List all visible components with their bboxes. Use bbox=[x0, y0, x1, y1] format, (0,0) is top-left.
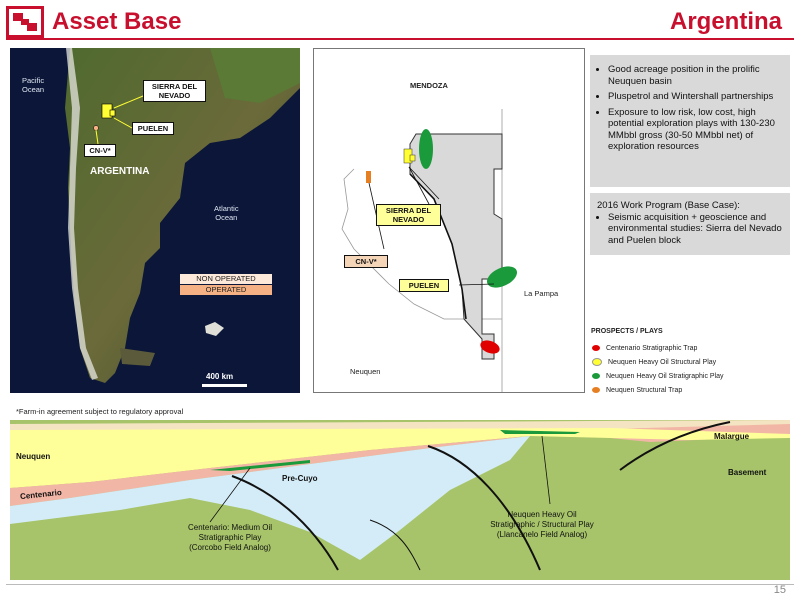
highlights-panel: Good acreage position in the prolific Ne… bbox=[590, 55, 790, 187]
footnote: *Farm-in agreement subject to regulatory… bbox=[16, 407, 184, 416]
page-title: Asset Base bbox=[52, 8, 182, 35]
cn-v-tag: CN-V* bbox=[84, 144, 116, 157]
red-marker-icon bbox=[592, 345, 600, 352]
callout-centenario: Centenario: Medium Oil Stratigraphic Pla… bbox=[170, 523, 290, 553]
legend-label: Neuquen Structural Trap bbox=[606, 387, 683, 394]
legend-item: Centenario Stratigraphic Trap bbox=[592, 344, 724, 354]
argentina-label: ARGENTINA bbox=[90, 166, 150, 177]
highlight-bullet: Good acreage position in the prolific Ne… bbox=[608, 64, 790, 87]
puelen-tag: PUELEN bbox=[132, 122, 174, 135]
work-program-heading: 2016 Work Program (Base Case): bbox=[597, 200, 740, 211]
pacific-ocean-label: Pacific Ocean bbox=[22, 76, 45, 94]
callout-line: Stratigraphic / Structural Play bbox=[490, 520, 594, 529]
company-logo bbox=[6, 6, 44, 38]
detail-cn-v-tag: CN-V* bbox=[344, 255, 388, 268]
page-number: 15 bbox=[773, 584, 786, 596]
mendoza-label: MENDOZA bbox=[410, 81, 448, 90]
pre-cuyo-label: Pre-Cuyo bbox=[282, 474, 318, 483]
green-marker-icon bbox=[592, 373, 600, 380]
country-title: Argentina bbox=[669, 8, 782, 35]
header-divider bbox=[6, 38, 794, 40]
highlight-bullet: Exposure to low risk, low cost, high pot… bbox=[608, 107, 790, 153]
operated-legend: OPERATED bbox=[180, 285, 272, 295]
prospects-legend-title: PROSPECTS / PLAYS bbox=[591, 328, 663, 335]
orange-marker-icon bbox=[592, 387, 600, 394]
prospects-legend: Centenario Stratigraphic Trap Neuquen He… bbox=[592, 344, 724, 396]
highlight-bullet: Pluspetrol and Wintershall partnerships bbox=[608, 91, 790, 103]
geologic-cross-section: Malargue Neuquen Pre-Cuyo Basement Cente… bbox=[10, 420, 790, 580]
legend-item: Neuquen Heavy Oil Stratigraphic Play bbox=[592, 372, 724, 382]
callout-line: Stratigraphic Play bbox=[198, 533, 262, 542]
legend-item: Neuquen Structural Trap bbox=[592, 386, 724, 396]
overview-satellite-map: Pacific Ocean Atlantic Ocean ARGENTINA S… bbox=[10, 48, 300, 393]
legend-label: Centenario Stratigraphic Trap bbox=[606, 345, 698, 352]
la-pampa-label: La Pampa bbox=[524, 289, 559, 298]
sierra-del-nevado-tag: SIERRA DEL NEVADO bbox=[143, 80, 206, 102]
scale-label: 400 km bbox=[206, 372, 234, 381]
non-operated-legend: NON OPERATED bbox=[180, 274, 272, 284]
work-program-panel: 2016 Work Program (Base Case): Seismic a… bbox=[590, 193, 790, 255]
callout-line: Neuquen Heavy Oil bbox=[507, 510, 577, 519]
detail-sierra-tag: SIERRA DEL NEVADO bbox=[376, 204, 441, 226]
legend-item: Neuquen Heavy Oil Structural Play bbox=[592, 358, 724, 368]
legend-label: Neuquen Heavy Oil Structural Play bbox=[608, 359, 717, 366]
detail-puelen-tag: PUELEN bbox=[399, 279, 449, 292]
neuquen-province-label: Neuquen bbox=[350, 367, 381, 376]
callout-line: (Llancanelo Field Analog) bbox=[496, 530, 588, 539]
legend-label: Neuquen Heavy Oil Stratigraphic Play bbox=[606, 373, 724, 380]
yellow-marker-icon bbox=[592, 358, 602, 367]
basement-label: Basement bbox=[728, 468, 767, 477]
work-program-item: Seismic acquisition + geoscience and env… bbox=[608, 212, 784, 247]
callout-neuquen-heavy-oil: Neuquen Heavy Oil Stratigraphic / Struct… bbox=[472, 510, 612, 540]
detail-block-map: MENDOZA La Pampa Neuquen SIERRA DEL NEVA… bbox=[313, 48, 585, 393]
malargue-label: Malargue bbox=[714, 432, 750, 441]
footer-divider bbox=[6, 584, 794, 585]
callout-line: (Corcobo Field Analog) bbox=[189, 543, 271, 552]
neuquen-formation-label: Neuquen bbox=[16, 452, 51, 461]
atlantic-ocean-label: Atlantic Ocean bbox=[214, 204, 239, 222]
callout-line: Centenario: Medium Oil bbox=[187, 523, 273, 532]
